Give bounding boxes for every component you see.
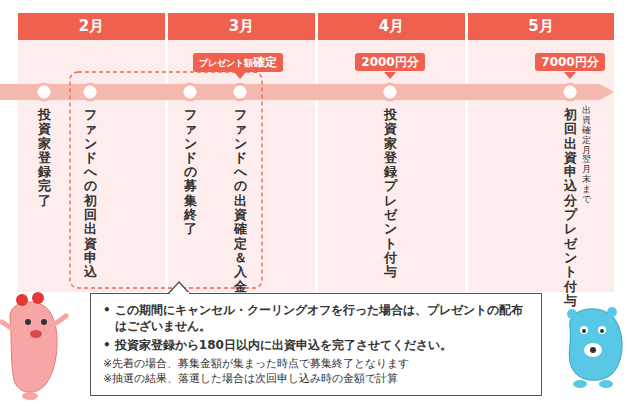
tag-text: 確定 [253,55,277,69]
amount-tag: プレゼント額確定 [193,53,283,72]
tag-text: 7000円分 [541,55,598,69]
note-callout: • この期間にキャンセル・クーリングオフを行った場合は、プレゼントの配布はござい… [90,293,542,396]
milestone-label: ファンドへの出資確定＆入金 [234,108,247,294]
milestone-label: 初回出資申込分プレゼント付与 [564,108,577,308]
note-text: • この期間にキャンセル・クーリングオフを行った場合は、プレゼントの配布はござい… [103,302,529,334]
month-label: 2月 [79,17,104,36]
milestone-label: 投資家登録プレゼント付与 [384,108,397,280]
note-text: ※先着の場合、募集金額が集まった時点で募集終了となります [103,356,529,371]
milestone-label: ファンドの募集終了 [184,108,197,237]
milestone-label: ファンドへの初回出資申込 [84,108,97,280]
amount-tag: 2000円分 [355,53,424,71]
month-tab: 5月 [468,13,614,40]
month-label: 5月 [528,17,553,36]
amount-tag: 7000円分 [535,53,604,71]
month-label: 3月 [229,17,254,36]
month-tab: 3月 [168,13,315,40]
note-text: • 投資家登録から180日以内に出資申込を完了させてください。 [103,337,529,353]
tag-text: プレゼント額 [199,58,253,68]
month-label: 4月 [379,17,404,36]
note-text: ※抽選の結果、落選した場合は次回申し込み時の金額で計算 [103,371,529,386]
month-tab: 2月 [18,13,165,40]
tag-text: 2000円分 [361,55,418,69]
milestone-label: 投資家登録完了 [38,108,51,208]
month-tab: 4月 [318,13,465,40]
deadline-note: 出資確定月翌月末まで [582,106,591,205]
